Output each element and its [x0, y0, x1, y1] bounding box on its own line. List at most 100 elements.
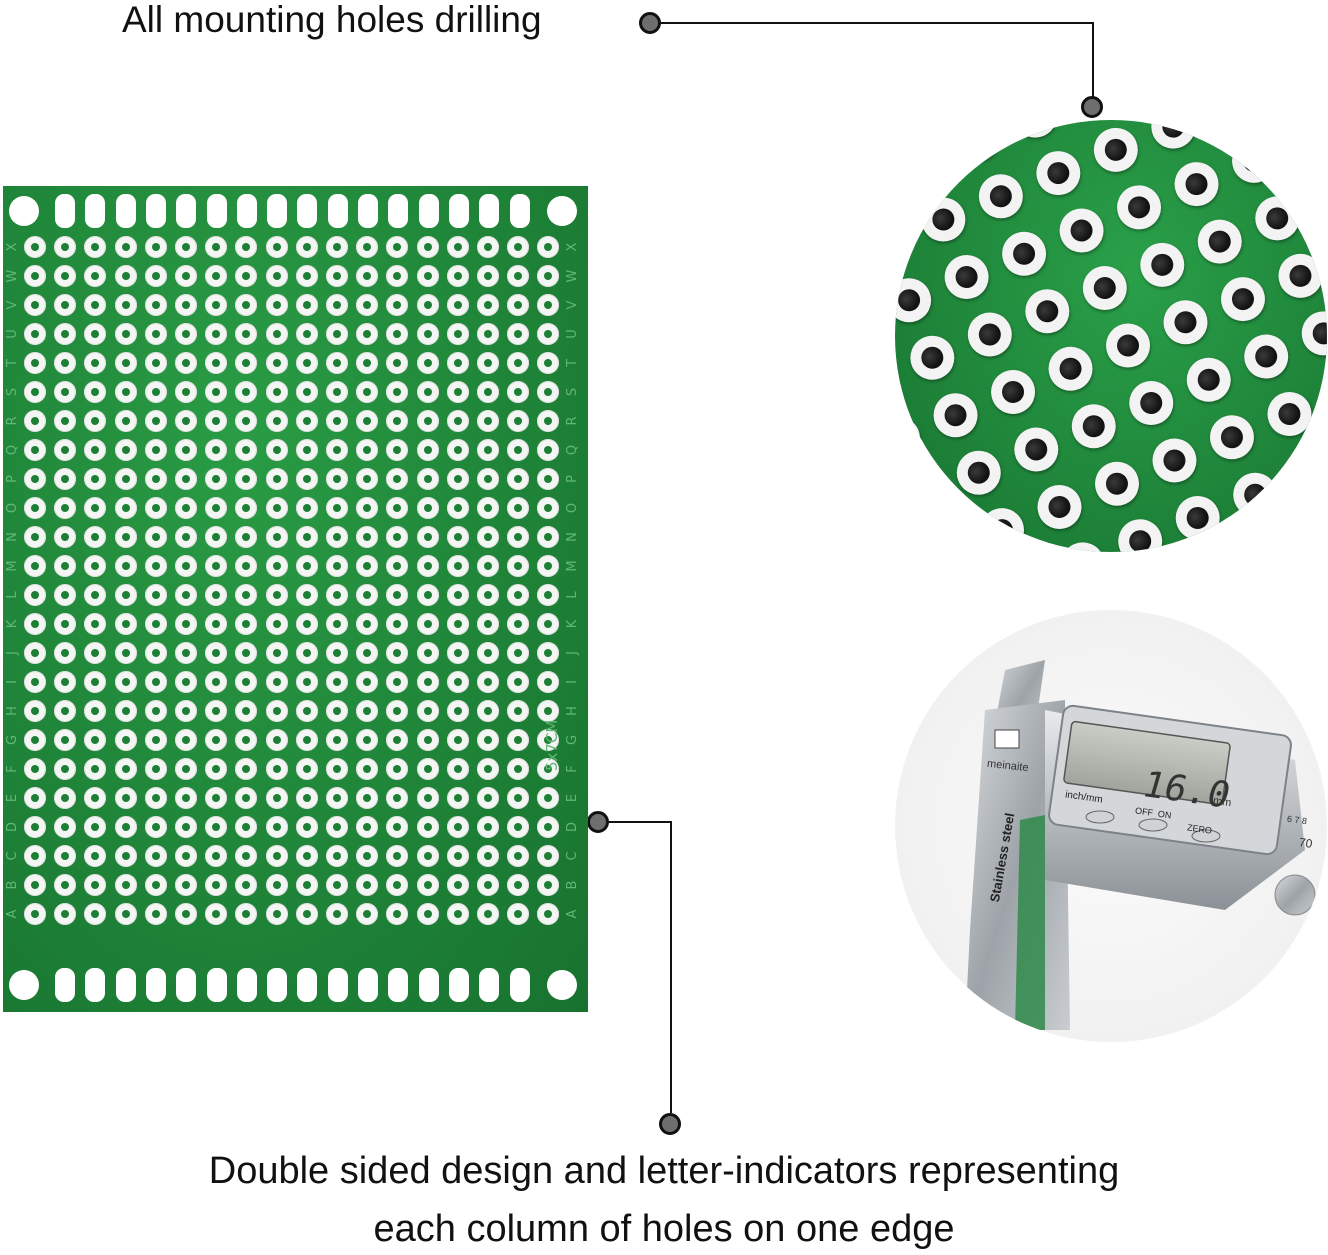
pcb-hole [114, 352, 137, 374]
pcb-hole [175, 526, 197, 548]
pcb-hole [54, 787, 77, 809]
pcb-hole [477, 555, 499, 577]
zero-button [1191, 829, 1221, 843]
caption-line-2: each column of holes on one edge [373, 1208, 955, 1250]
zoom-hole [1237, 327, 1295, 386]
pcb-hole [326, 845, 348, 867]
pcb-edge-slots [3, 194, 588, 234]
leader-line [606, 821, 672, 823]
pcb-hole [326, 410, 348, 432]
pcb-hole [326, 903, 348, 925]
pcb-hole [54, 758, 77, 780]
pcb-hole [386, 410, 409, 432]
pcb-hole [24, 555, 46, 577]
pcb-hole [295, 323, 318, 345]
pcb-hole [205, 642, 228, 664]
pcb-hole [295, 729, 318, 751]
pcb-hole [144, 236, 167, 258]
row-letter: V [5, 300, 20, 310]
pcb-hole [235, 526, 258, 548]
pcb-hole [54, 468, 77, 490]
pcb-hole [144, 758, 167, 780]
pcb-hole [386, 671, 409, 693]
pcb-hole [446, 497, 469, 519]
zoom-hole [1248, 189, 1306, 248]
row-letter: U [5, 329, 20, 339]
pcb-hole [114, 671, 137, 693]
zoom-hole [926, 386, 985, 444]
pcb-hole [265, 410, 288, 432]
pcb-hole [114, 584, 137, 606]
pcb-hole [24, 700, 46, 722]
mounting-hole [9, 970, 39, 1000]
zoom-hole [1169, 489, 1227, 547]
pcb-hole [537, 845, 560, 867]
pcb-hole [356, 410, 379, 432]
pcb-hole [356, 613, 379, 635]
pcb-hole [54, 816, 77, 838]
pcb-hole [446, 787, 469, 809]
pcb-hole [175, 381, 197, 403]
pcb-hole [205, 236, 228, 258]
pcb-hole [507, 526, 530, 548]
pcb-hole [24, 497, 46, 519]
pcb-hole [144, 729, 167, 751]
caption-line-1: Double sided design and letter-indicator… [208, 1150, 1120, 1192]
pcb-hole [477, 671, 499, 693]
zoom-hole [1249, 523, 1308, 552]
pcb-hole [84, 584, 107, 606]
pcb-hole [446, 265, 469, 287]
pcb-hole [24, 642, 46, 664]
edge-slot [297, 194, 318, 228]
zoom-hole [1226, 466, 1284, 524]
row-letter: I [5, 680, 20, 684]
edge-slot [297, 968, 318, 1002]
pcb-hole [24, 352, 46, 374]
pcb-hole [507, 874, 530, 896]
pcb-hole [386, 642, 409, 664]
edge-slot [479, 968, 500, 1002]
pcb-hole [295, 816, 318, 838]
pcb-hole [24, 410, 46, 432]
pcb-hole [114, 497, 137, 519]
caliper-display-unit: mm [1212, 794, 1233, 810]
pcb-hole [326, 468, 348, 490]
pcb-hole [507, 816, 530, 838]
zoom-hole [972, 167, 1030, 225]
row-letter: S [5, 387, 20, 397]
zoom-hole [1145, 431, 1204, 490]
pcb-hole [326, 816, 348, 838]
edge-slot [358, 968, 378, 1002]
pcb-hole [205, 323, 228, 345]
pcb-hole [416, 903, 439, 925]
pcb-hole [537, 555, 560, 577]
pcb-hole [446, 845, 469, 867]
pcb-hole [537, 439, 560, 461]
pcb-hole [446, 526, 469, 548]
pcb-hole [537, 352, 560, 374]
pcb-hole [24, 787, 46, 809]
pcb-hole [416, 410, 439, 432]
pcb-hole [144, 671, 167, 693]
edge-slot [509, 194, 530, 228]
zoom-hole [1167, 155, 1226, 213]
pcb-hole [386, 439, 409, 461]
pcb-hole [84, 613, 107, 635]
pcb-hole [175, 816, 197, 838]
pcb-hole [235, 874, 258, 896]
pcb-hole [416, 439, 439, 461]
pcb-hole [507, 758, 530, 780]
zoom-hole [903, 329, 961, 387]
pcb-hole [326, 265, 348, 287]
pcb-hole [507, 265, 530, 287]
pcb-hole [386, 468, 409, 490]
pcb-hole [24, 236, 46, 258]
pcb-hole [446, 555, 469, 577]
zoom-hole [995, 225, 1053, 283]
power-button [1138, 818, 1168, 832]
pcb-hole [235, 468, 258, 490]
pcb-hole [537, 381, 560, 403]
edge-slot [85, 968, 106, 1002]
pcb-hole [326, 439, 348, 461]
